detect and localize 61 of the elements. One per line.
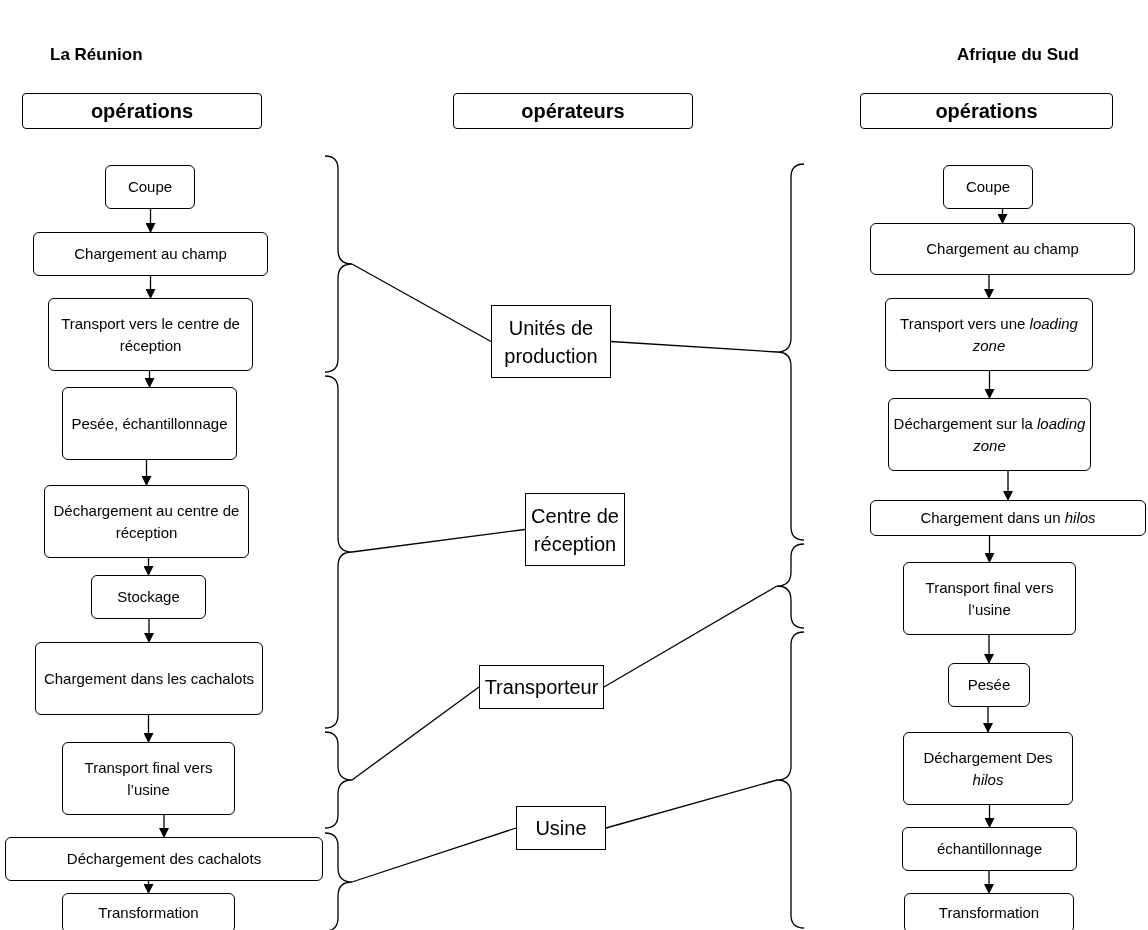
process-box: Chargement dans un hilos: [870, 500, 1146, 536]
process-box: Stockage: [91, 575, 206, 619]
column-header: opérations: [860, 93, 1113, 129]
process-box: Transport final vers l’usine: [62, 742, 235, 815]
arrow: [983, 706, 993, 733]
process-box: Transport vers le centre de réception: [48, 298, 253, 371]
operator-box: Transporteur: [479, 665, 604, 709]
process-box: Déchargement sur la loading zone: [888, 398, 1091, 471]
arrow: [143, 880, 154, 894]
arrow: [141, 459, 152, 486]
arrow: [984, 870, 994, 894]
curly-brace: [776, 163, 806, 541]
process-box: Chargement dans les cachalots: [35, 642, 263, 715]
curly-brace: [323, 155, 353, 373]
process-box: Déchargement au centre de réception: [44, 485, 249, 558]
arrow: [144, 370, 155, 388]
process-box: Chargement au champ: [33, 232, 268, 276]
arrow: [143, 714, 154, 743]
process-box: Déchargement des cachalots: [5, 837, 323, 881]
operator-box: Centre de réception: [525, 493, 625, 566]
connector-line: [610, 340, 778, 353]
connector-line: [605, 779, 778, 829]
arrow: [984, 804, 995, 828]
curly-brace: [323, 832, 353, 930]
region-heading: La Réunion: [50, 45, 143, 65]
column-header: opérations: [22, 93, 262, 129]
process-box: Déchargement Des hilos: [903, 732, 1073, 805]
process-box: Chargement au champ: [870, 223, 1135, 275]
arrow: [984, 634, 994, 664]
arrow: [159, 814, 169, 838]
curly-brace: [323, 731, 353, 829]
arrow: [145, 275, 156, 299]
arrow: [984, 274, 994, 299]
arrow: [143, 557, 154, 576]
process-box: Pesée: [948, 663, 1030, 707]
curly-brace: [776, 631, 806, 929]
process-box: Pesée, échantillonnage: [62, 387, 237, 460]
connector-line: [603, 585, 778, 688]
arrow: [984, 370, 995, 399]
arrow: [984, 535, 995, 563]
process-box: Coupe: [105, 165, 195, 209]
process-box: Transformation: [904, 893, 1074, 930]
region-heading: Afrique du Sud: [957, 45, 1079, 65]
column-header: opérateurs: [453, 93, 693, 129]
connector-line: [351, 686, 480, 781]
operator-box: Usine: [516, 806, 606, 850]
arrow: [144, 618, 154, 643]
process-box: Transport vers une loading zone: [885, 298, 1093, 371]
process-box: Transformation: [62, 893, 235, 930]
arrow: [997, 208, 1008, 224]
process-box: Coupe: [943, 165, 1033, 209]
curly-brace: [776, 543, 806, 629]
process-box: échantillonnage: [902, 827, 1077, 871]
arrow: [1003, 470, 1013, 501]
operator-box: Unités de production: [491, 305, 611, 378]
connector-line: [351, 827, 517, 883]
connector-line: [351, 263, 492, 343]
connector-line: [351, 528, 526, 553]
arrow: [145, 208, 156, 233]
process-box: Transport final vers l’usine: [903, 562, 1076, 635]
curly-brace: [323, 375, 353, 729]
